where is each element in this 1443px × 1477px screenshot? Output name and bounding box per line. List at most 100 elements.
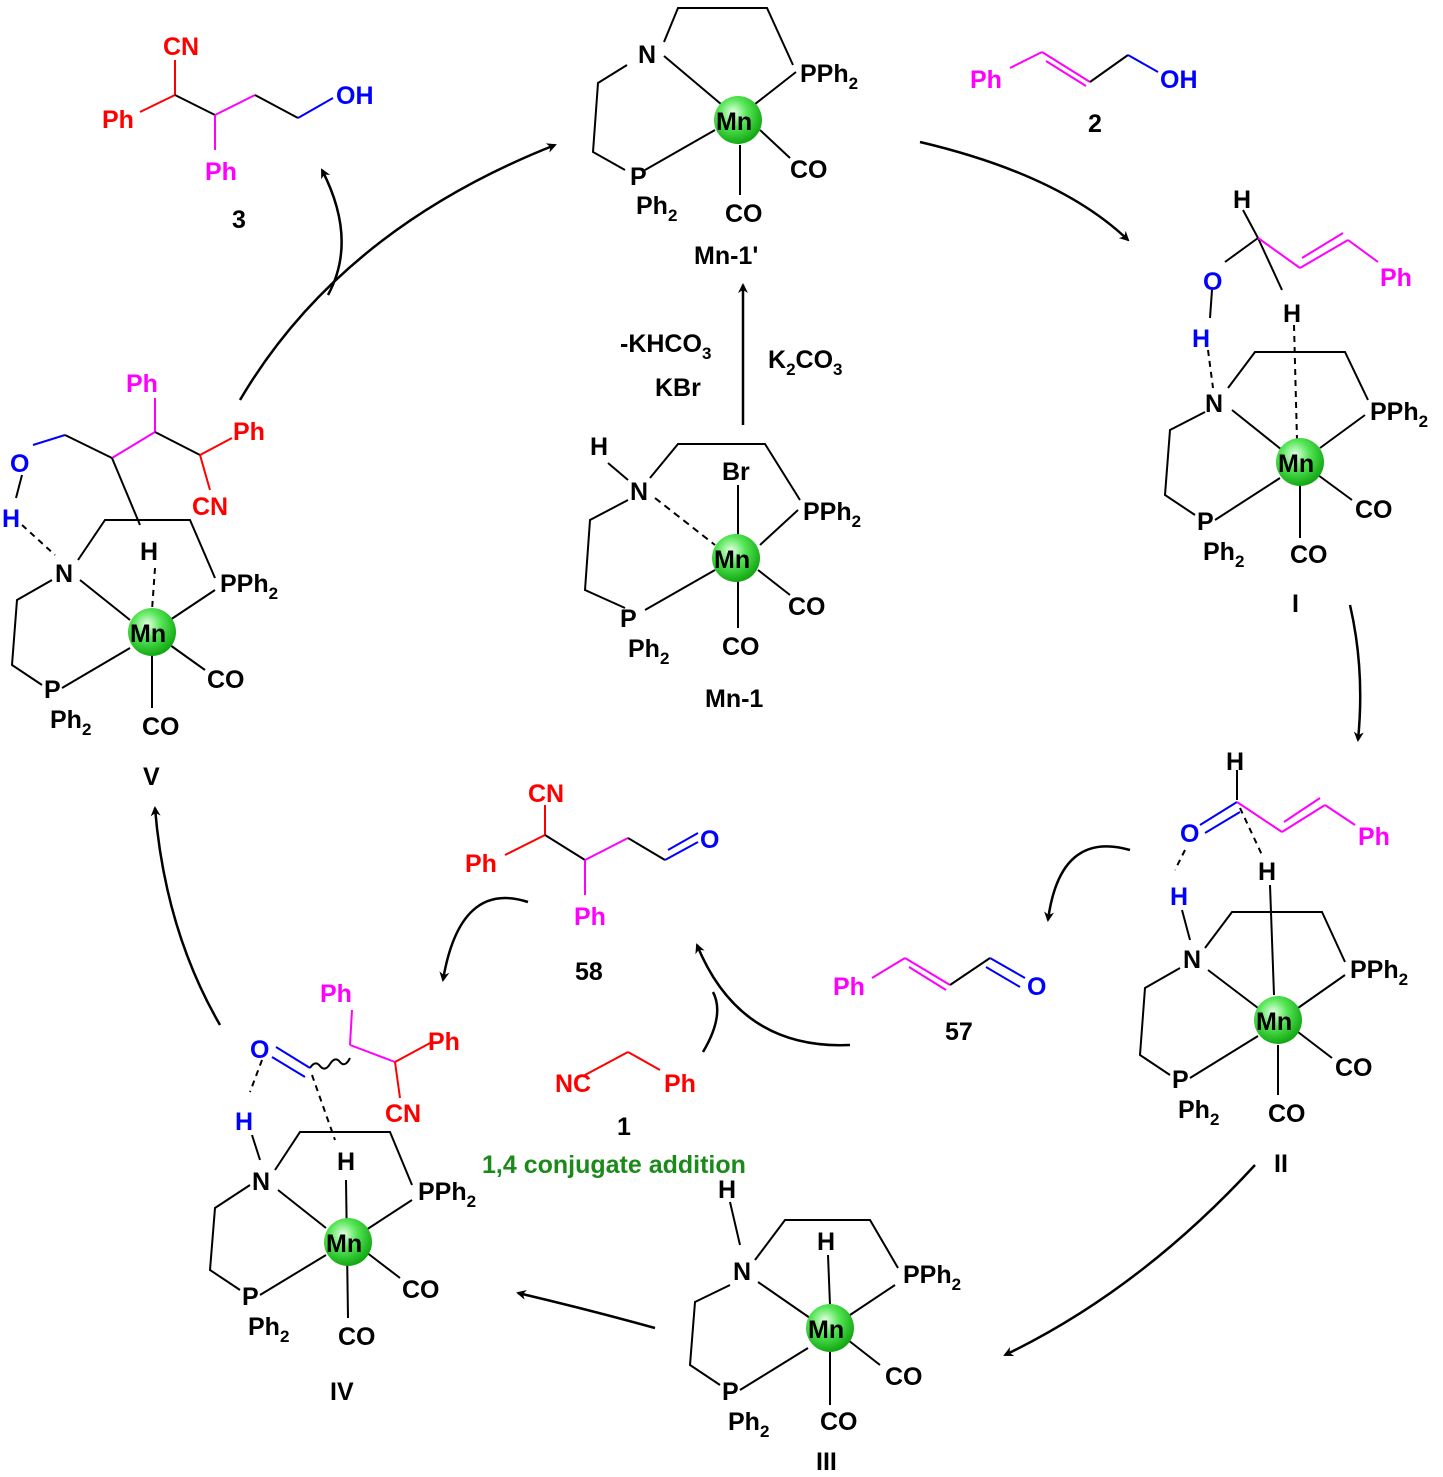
svg-text:Br: Br (722, 458, 750, 486)
svg-text:CO: CO (1355, 496, 1393, 524)
svg-text:Ph: Ph (428, 1028, 460, 1056)
svg-text:H: H (1226, 748, 1244, 776)
svg-text:CO: CO (790, 156, 828, 184)
svg-text:N: N (630, 478, 648, 506)
svg-text:P: P (630, 163, 647, 191)
mn1-label: Mn-1 (705, 685, 763, 713)
svg-text:Ph: Ph (320, 980, 352, 1008)
svg-text:Ph: Ph (1380, 264, 1412, 292)
svg-text:PPh2: PPh2 (903, 1261, 961, 1294)
svg-text:CO: CO (142, 713, 180, 741)
svg-text:PPh2: PPh2 (1350, 956, 1408, 989)
svg-text:Mn: Mn (716, 108, 752, 136)
compound-58: CN Ph Ph O 58 (465, 780, 719, 986)
svg-text:N: N (1183, 946, 1201, 974)
arrow-iii-to-iv (516, 1289, 656, 1330)
svg-text:CO: CO (1290, 541, 1328, 569)
svg-text:Ph: Ph (574, 903, 606, 931)
complex-iii: H N H Mn PPh2 P Ph2 CO CO III (688, 1176, 961, 1476)
svg-text:N: N (1205, 390, 1223, 418)
iv-label: IV (330, 1378, 354, 1406)
svg-text:PPh2: PPh2 (418, 1178, 476, 1211)
svg-text:Ph2: Ph2 (248, 1313, 289, 1346)
arrow-1-join (701, 991, 719, 1053)
svg-text:Ph2: Ph2 (1203, 538, 1244, 571)
svg-text:H: H (817, 1228, 835, 1256)
svg-text:PPh2: PPh2 (1370, 398, 1428, 431)
svg-text:Ph: Ph (465, 850, 497, 878)
svg-text:P: P (44, 676, 61, 704)
svg-text:Ph2: Ph2 (728, 1408, 769, 1441)
svg-text:H: H (1170, 883, 1188, 911)
svg-text:NC: NC (555, 1070, 591, 1098)
svg-text:OH: OH (336, 82, 374, 110)
svg-text:O: O (1203, 268, 1222, 296)
svg-text:P: P (620, 605, 637, 633)
c2-label: 2 (1088, 110, 1102, 138)
svg-text:OH: OH (1160, 66, 1198, 94)
mn1prime-label: Mn-1' (694, 242, 758, 270)
complex-iv: O Ph Ph CN H H N Mn PPh2 P Ph2 CO CO IV (208, 980, 476, 1406)
svg-text:P: P (1197, 508, 1214, 536)
svg-text:Mn: Mn (1278, 450, 1314, 478)
complex-ii: H O Ph H H N Mn PPh2 P Ph2 CO CO II (1138, 748, 1408, 1178)
svg-text:Ph: Ph (970, 66, 1002, 94)
svg-text:Mn: Mn (130, 620, 166, 648)
svg-text:O: O (700, 826, 719, 854)
c1-label: 1 (617, 1113, 631, 1141)
arrow-ii-to-iii (1003, 1164, 1256, 1357)
svg-text:CO: CO (820, 1408, 858, 1436)
kbr-label: KBr (655, 374, 701, 402)
svg-text:CO: CO (725, 200, 763, 228)
svg-text:Ph2: Ph2 (628, 635, 669, 668)
svg-text:Ph: Ph (102, 106, 134, 134)
svg-text:CN: CN (192, 493, 228, 521)
complex-mn1: H N Br Mn PPh2 P Ph2 CO CO Mn-1 (583, 433, 861, 713)
svg-text:CO: CO (788, 593, 826, 621)
compound-57: Ph O 57 (833, 957, 1046, 1046)
svg-text:H: H (140, 538, 158, 566)
complex-v: O H Ph Ph CN H N Mn PPh2 P Ph2 CO CO V (2, 370, 278, 791)
complex-mn1-prime: N Mn PPh2 P Ph2 CO CO Mn-1' (591, 7, 858, 270)
svg-text:Mn: Mn (808, 1316, 844, 1344)
svg-text:CN: CN (163, 33, 199, 61)
arrow-branch-to-3 (320, 168, 343, 296)
svg-text:CO: CO (722, 633, 760, 661)
svg-text:Ph: Ph (205, 158, 237, 186)
c58-label: 58 (575, 958, 603, 986)
svg-text:Ph: Ph (664, 1070, 696, 1098)
svg-text:CO: CO (1335, 1054, 1373, 1082)
svg-text:N: N (252, 1168, 270, 1196)
svg-text:CO: CO (402, 1276, 440, 1304)
svg-text:H: H (235, 1108, 253, 1136)
svg-text:O: O (1180, 820, 1199, 848)
svg-text:Ph: Ph (1358, 823, 1390, 851)
svg-text:CO: CO (885, 1363, 923, 1391)
ii-label: II (1274, 1150, 1288, 1178)
i-label: I (1292, 590, 1299, 618)
svg-text:H: H (1283, 300, 1301, 328)
svg-text:H: H (718, 1176, 736, 1204)
arrow-58-to-iv (439, 896, 529, 982)
svg-text:Mn: Mn (714, 546, 750, 574)
svg-text:P: P (722, 1378, 739, 1406)
svg-text:CN: CN (528, 780, 564, 808)
svg-text:H: H (2, 505, 20, 533)
svg-text:PPh2: PPh2 (220, 570, 278, 603)
compound-2: Ph OH 2 (970, 51, 1198, 138)
svg-text:H: H (337, 1148, 355, 1176)
svg-text:N: N (638, 41, 656, 69)
svg-text:Ph2: Ph2 (636, 192, 677, 225)
svg-text:CO: CO (207, 666, 245, 694)
k2co3-label: K2CO3 (768, 346, 843, 379)
svg-text:PPh2: PPh2 (800, 60, 858, 93)
compound-1: NC Ph 1 1,4 conjugate addition (482, 1051, 746, 1179)
svg-text:H: H (1233, 186, 1251, 214)
arrow-i-to-ii (1348, 604, 1364, 742)
conjugate-addition-label: 1,4 conjugate addition (482, 1151, 746, 1179)
v-label: V (143, 763, 160, 791)
svg-text:H: H (1258, 858, 1276, 886)
c57-label: 57 (945, 1018, 973, 1046)
svg-text:O: O (10, 450, 29, 478)
svg-text:P: P (242, 1283, 259, 1311)
